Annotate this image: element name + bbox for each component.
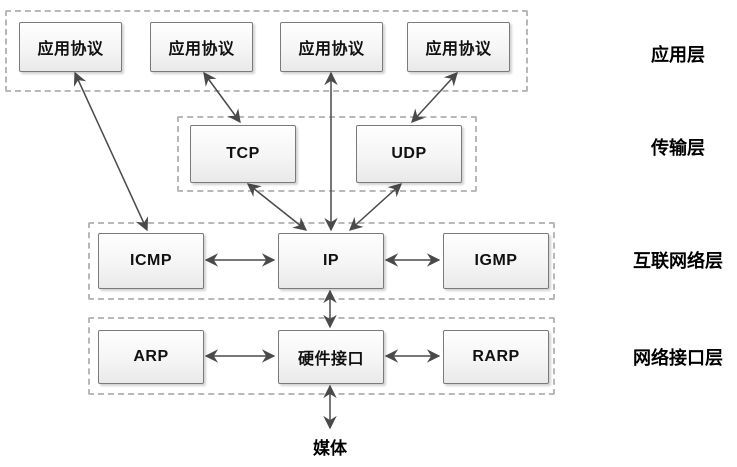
arrow-app4-udp (411, 72, 458, 123)
node-rarp: RARP (443, 330, 549, 384)
node-app-protocol-3: 应用协议 (280, 22, 383, 72)
arrow-udp-ip (348, 183, 403, 231)
arrow-app1-icmp (73, 71, 149, 232)
node-arp: ARP (98, 330, 204, 384)
node-app-protocol-1: 应用协议 (19, 22, 122, 72)
layer-container-internet (88, 222, 555, 300)
node-udp: UDP (356, 125, 462, 183)
node-ip: IP (278, 233, 384, 289)
layer-label-internet: 互联网络层 (633, 251, 723, 271)
media-label: 媒体 (313, 439, 347, 458)
arrow-app2-tcp (203, 71, 241, 124)
node-tcp: TCP (190, 125, 296, 183)
arrow-tcp-ip (246, 183, 308, 231)
layer-label-network-interface: 网络接口层 (633, 348, 723, 368)
node-app-protocol-2: 应用协议 (150, 22, 253, 72)
node-icmp: ICMP (98, 233, 204, 289)
node-hw-interface: 硬件接口 (278, 330, 384, 384)
layer-label-application: 应用层 (651, 45, 705, 65)
layer-container-network-interface (88, 317, 555, 395)
node-igmp: IGMP (443, 233, 549, 289)
node-app-protocol-4: 应用协议 (407, 22, 510, 72)
layer-label-transport: 传输层 (651, 138, 705, 158)
layer-container-application (5, 10, 528, 92)
